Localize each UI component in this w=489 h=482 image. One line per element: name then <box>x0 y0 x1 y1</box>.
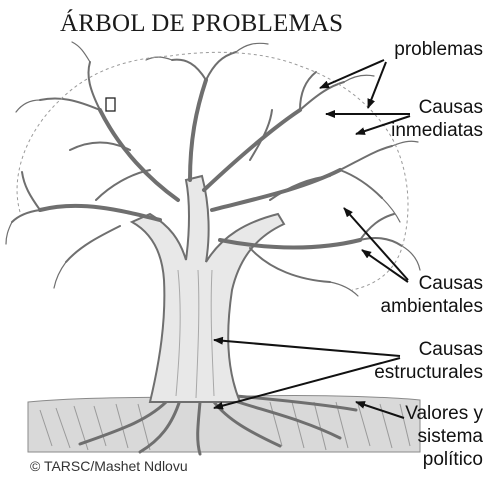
label-causas-estructurales-line-1: Causas <box>418 339 483 360</box>
label-causas-ambientales-line-1: Causas <box>418 273 483 294</box>
label-causas-ambientales: Causas ambientales <box>381 272 483 318</box>
label-causas-estructurales-line-2: estructurales <box>374 362 483 383</box>
arrow-problemas-2 <box>367 61 387 109</box>
arrow-problemas-1 <box>319 59 385 89</box>
arrow-ambientales-2 <box>361 249 409 283</box>
label-valores-sistema-line-3: político <box>422 449 483 470</box>
marker-square <box>105 97 116 112</box>
diagram-title: ÁRBOL DE PROBLEMAS <box>60 10 344 37</box>
label-problemas: problemas <box>394 38 483 61</box>
label-valores-sistema-line-1: Valores y <box>405 403 483 424</box>
label-causas-ambientales-line-2: ambientales <box>380 296 483 317</box>
arrow-inmediatas-2 <box>355 115 411 135</box>
label-valores-sistema-line-2: sistema <box>417 426 483 447</box>
foliage-outline <box>16 51 409 291</box>
arrow-estructurales-2 <box>213 357 401 410</box>
label-causas-inmediatas-line-1: Causas <box>418 97 483 118</box>
crown-branches <box>5 41 421 297</box>
arrow-ambientales-1 <box>343 207 409 281</box>
pointer-arrows <box>213 59 411 419</box>
label-problemas-line-1: problemas <box>394 39 483 60</box>
label-valores-sistema: Valores y sistema político <box>405 402 483 471</box>
label-causas-inmediatas-line-2: inmediatas <box>391 120 483 141</box>
label-causas-estructurales: Causas estructurales <box>374 338 483 384</box>
label-causas-inmediatas: Causas inmediatas <box>391 96 483 142</box>
credit-line: © TARSC/Mashet Ndlovu <box>30 458 188 474</box>
arrow-valores <box>355 401 405 419</box>
arrow-estructurales-1 <box>213 336 401 357</box>
trunk <box>129 174 286 403</box>
